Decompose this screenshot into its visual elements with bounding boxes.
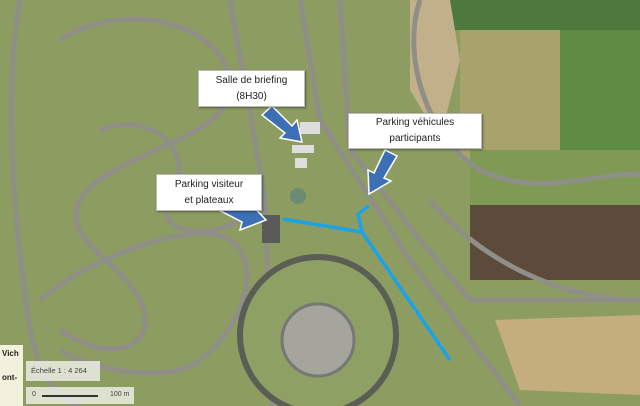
building [292, 145, 314, 153]
building [295, 158, 307, 168]
arrow-briefing-icon [260, 104, 303, 143]
callout-line: Salle de briefing [215, 74, 288, 86]
callout-line: et plateaux [184, 194, 234, 206]
callout-line: (8H30) [236, 90, 267, 102]
arrow-participants-icon [367, 148, 399, 196]
scale-line [42, 395, 98, 397]
place-label: Vich [2, 349, 19, 358]
callout-participant-parking: Parking véhicules participants [348, 113, 482, 149]
field-stubble [410, 0, 460, 140]
scale-zero: 0 [32, 391, 36, 398]
place-label: ont- [2, 373, 18, 382]
building-round [290, 188, 306, 204]
building [300, 122, 320, 134]
callout-line: Parking visiteur [174, 178, 244, 190]
scale-distance: 100 m [110, 391, 130, 398]
parking-lot [262, 215, 280, 243]
callout-visitor-parking: Parking visiteur et plateaux [156, 174, 262, 211]
circular-track-inner [280, 302, 356, 378]
field-plowed [470, 205, 640, 280]
scale-ratio: Échelle 1 : 4 264 [26, 361, 100, 381]
callout-line: participants [389, 133, 441, 144]
route-line [282, 204, 452, 361]
callout-line: Parking véhicules [375, 117, 455, 128]
field-green [560, 30, 640, 150]
field-striped [495, 315, 640, 395]
overview-map-strip[interactable]: Vich ont- [0, 345, 23, 406]
callout-briefing-room: Salle de briefing (8H30) [198, 70, 305, 107]
scale-bar: 0 100 m [26, 387, 134, 404]
field-dark-green [450, 0, 640, 30]
